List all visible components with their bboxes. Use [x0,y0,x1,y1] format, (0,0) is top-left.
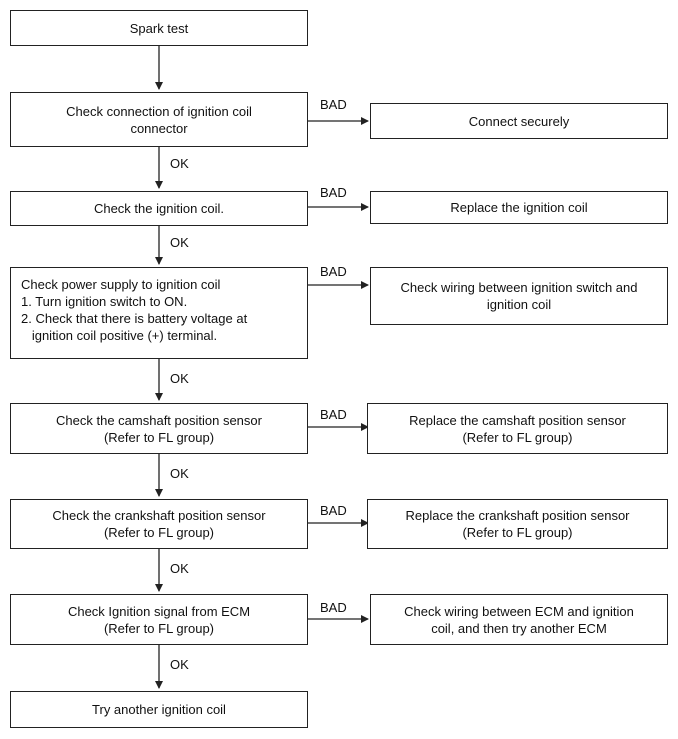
step-box-4: Check the camshaft position sensor (Refe… [10,403,308,454]
step-box-1: Check connection of ignition coil connec… [10,92,308,147]
bad-4-line-1: Replace the camshaft position sensor [409,412,626,428]
bad-5-line-1: Replace the crankshaft position sensor [405,508,630,523]
bad-label-4: BAD [320,407,347,422]
bad-5-line-2: (Refer to FL group) [462,525,573,540]
ok-label-1: OK [170,156,189,171]
bad-3-line-2: ignition coil [486,297,552,312]
bad-box-4: Replace the camshaft position sensor (Re… [367,403,668,454]
ok-label-4: OK [170,466,189,481]
ok-label-5: OK [170,561,189,576]
step-3-line-2: 1. Turn ignition switch to ON. [21,294,188,309]
bad-box-1: Connect securely [370,103,668,139]
step-box-3: Check power supply to ignition coil 1. T… [10,267,308,359]
bad-2-line-1: Replace the ignition coil [450,200,588,215]
bad-1-line-1: Connect securely [468,113,570,129]
bad-label-2: BAD [320,185,347,200]
end-label: Try another ignition coil [92,702,226,717]
step-box-2: Check the ignition coil. [10,191,308,226]
start-box: Spark test [10,10,308,46]
step-5-line-1: Check the crankshaft position sensor [52,508,266,523]
bad-label-1: BAD [320,97,347,112]
ok-label-6: OK [170,657,189,672]
step-box-6: Check Ignition signal from ECM (Refer to… [10,594,308,645]
bad-box-6: Check wiring between ECM and ignition co… [370,594,668,645]
step-3-line-4: ignition coil positive (+) terminal. [21,328,218,343]
bad-box-2: Replace the ignition coil [370,191,668,224]
step-3-line-1: Check power supply to ignition coil [21,277,221,292]
step-box-5: Check the crankshaft position sensor (Re… [10,499,308,549]
start-label: Spark test [129,20,189,36]
step-6-line-1: Check Ignition signal from ECM [67,603,251,619]
ok-label-2: OK [170,235,189,250]
bad-label-6: BAD [320,600,347,615]
step-6-line-2: (Refer to FL group) [103,620,215,636]
bad-6-line-2: coil, and then try another ECM [431,620,607,636]
bad-label-3: BAD [320,264,347,279]
bad-6-line-1: Check wiring between ECM and ignition [404,603,634,619]
step-4-line-1: Check the camshaft position sensor [56,412,262,428]
step-1-line-1: Check connection of ignition coil [66,103,252,119]
step-2-line-1: Check the ignition coil. [93,201,225,216]
bad-4-line-2: (Refer to FL group) [462,429,573,445]
bad-box-3: Check wiring between ignition switch and… [370,267,668,325]
ok-label-3: OK [170,371,189,386]
step-5-line-2: (Refer to FL group) [103,525,215,540]
step-1-line-2: connector [130,120,188,136]
bad-label-5: BAD [320,503,347,518]
end-box: Try another ignition coil [10,691,308,728]
bad-3-line-1: Check wiring between ignition switch and [400,280,638,295]
step-3-line-3: 2. Check that there is battery voltage a… [21,311,248,326]
bad-box-5: Replace the crankshaft position sensor (… [367,499,668,549]
step-4-line-2: (Refer to FL group) [103,429,215,445]
